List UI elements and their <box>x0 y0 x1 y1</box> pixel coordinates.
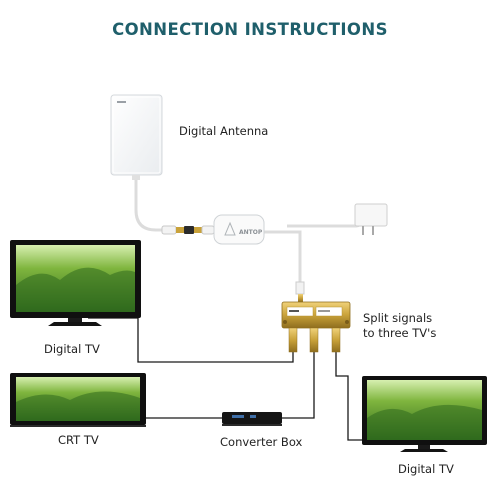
label-split-line-2: to three TV's <box>363 326 437 340</box>
power-cable <box>287 218 364 228</box>
label-split-signals: Split signals to three TV's <box>363 311 458 341</box>
label-converter-box: Converter Box <box>220 435 303 449</box>
cable-to-converter-box <box>282 352 315 419</box>
label-digital-tv-left: Digital TV <box>44 342 100 356</box>
digital-antenna <box>110 94 163 180</box>
antenna-lead <box>134 176 165 232</box>
crt-tv <box>10 373 146 427</box>
coax-coupler <box>161 225 215 235</box>
cable-to-digital-tv-left <box>88 317 294 363</box>
signal-amplifier: ANTOP <box>213 214 265 245</box>
label-crt-tv: CRT TV <box>58 433 99 447</box>
converter-box <box>222 412 282 426</box>
signal-splitter <box>281 281 351 353</box>
power-adapter <box>354 203 388 235</box>
label-split-line-1: Split signals <box>363 311 433 325</box>
digital-tv-right <box>362 376 487 452</box>
page-title: CONNECTION INSTRUCTIONS <box>112 20 388 39</box>
digital-tv-left <box>10 240 141 326</box>
amp-to-splitter-cable <box>262 230 302 282</box>
label-digital-tv-right: Digital TV <box>398 462 454 476</box>
cable-to-digital-tv-right <box>335 352 362 441</box>
label-digital-antenna: Digital Antenna <box>179 124 269 138</box>
amplifier-brand: ANTOP <box>239 229 263 236</box>
